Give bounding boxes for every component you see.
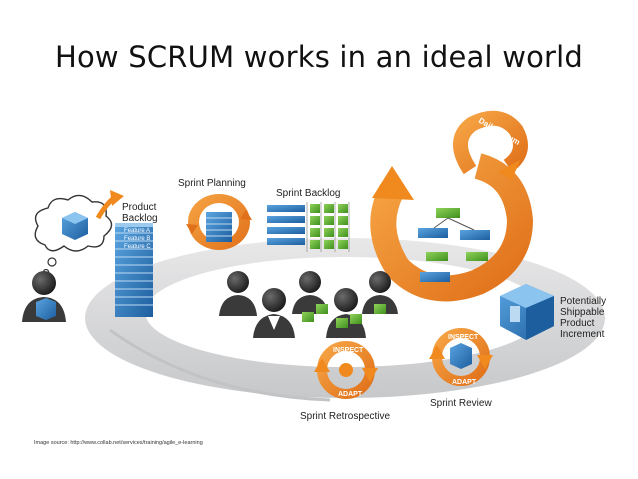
sprint-backlog-grid [267, 202, 350, 252]
sprint-planning-graphic [186, 194, 252, 250]
increment-line1: Potentially [560, 296, 607, 307]
product-backlog-line1: Product [122, 202, 157, 213]
scrum-team [219, 271, 398, 338]
adapt-retro-label: ADAPT [338, 391, 363, 398]
review-cycle [429, 328, 493, 386]
idea-cloud [34, 194, 113, 276]
product-backlog-stack [115, 223, 153, 317]
inspect-retro-label: INSPECT [333, 347, 364, 354]
sprint-planning-label: Sprint Planning [178, 178, 246, 189]
product-backlog-label: Product Backlog [122, 202, 158, 224]
adapt-review-label: ADAPT [452, 379, 477, 386]
sprint-loop-arrow [370, 153, 534, 302]
increment-line3: Product [560, 318, 595, 329]
sprint-loop-label: Sprint [461, 190, 495, 214]
sprint-backlog-label: Sprint Backlog [276, 188, 341, 199]
increment-line4: Increment [560, 329, 605, 340]
arrow-head-icon [110, 190, 124, 206]
increment-line2: Shippable [560, 307, 605, 318]
product-owner-figure [22, 271, 66, 322]
feature-b-label: Feature B [124, 236, 151, 242]
slide-title: How SCRUM works in an ideal world [54, 40, 584, 74]
sprint-review-label: Sprint Review [430, 398, 492, 409]
retrospective-cycle [314, 341, 378, 399]
image-source-note: Image source: http://www.collab.net/serv… [34, 440, 203, 446]
inspect-review-label: INSPECT [448, 334, 479, 341]
feature-a-label: Feature A [124, 228, 151, 234]
daily-scrum-loop [453, 110, 528, 180]
increment-label: Potentially Shippable Product Increment [560, 296, 606, 340]
product-increment-cube [500, 284, 554, 340]
feature-c-label: Feature C [124, 244, 151, 250]
sprint-retrospective-label: Sprint Retrospective [300, 411, 391, 422]
product-backlog-line2: Backlog [122, 213, 158, 224]
sprint-work-items [418, 208, 490, 282]
